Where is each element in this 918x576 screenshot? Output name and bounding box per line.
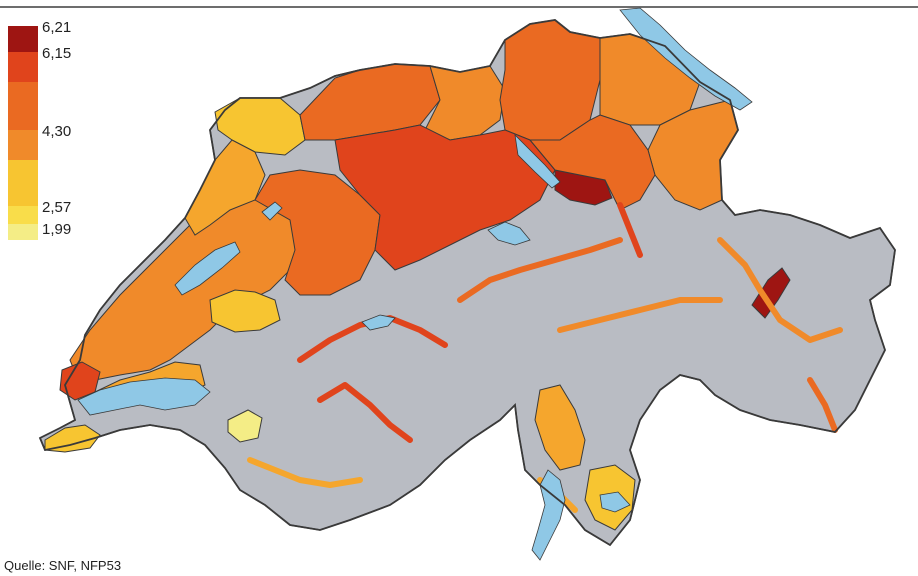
lakes [77, 7, 753, 561]
region-thurgau [599, 33, 701, 126]
region-zurich [499, 19, 601, 141]
legend-label-6-15: 6,15 [42, 45, 72, 62]
lake-constance [619, 7, 753, 111]
lake-bienne [261, 201, 283, 221]
region-pre-alps-east [528, 114, 656, 211]
lake-zurich [514, 133, 561, 189]
region-central-plateau [334, 124, 556, 271]
top-rule [0, 6, 918, 8]
legend-label-2-57: 2,57 [42, 199, 72, 216]
lake-lucerne [487, 221, 531, 246]
legend: 6,21 6,15 4,30 2,57 1,99 [8, 14, 128, 254]
region-geneva-south [44, 424, 101, 453]
legend-label-1-99: 1,99 [42, 221, 72, 238]
legend-swatch-high [8, 82, 38, 130]
region-graubuenden-core [751, 267, 791, 319]
legend-label-6-21: 6,21 [42, 19, 72, 36]
lake-maggiore [531, 469, 566, 561]
lake-thun [361, 314, 396, 331]
region-ticino-valley [534, 384, 586, 471]
region-fribourg [209, 289, 281, 333]
legend-swatch-low [8, 160, 38, 206]
country-border [38, 19, 896, 547]
lake-geneva [77, 377, 211, 416]
source-credit: Quelle: SNF, NFP53 [4, 558, 122, 573]
lake-neuchatel [174, 241, 241, 296]
legend-swatch-6-21 [8, 26, 38, 52]
lake-lugano [599, 491, 631, 513]
region-valais-center [227, 409, 263, 443]
legend-label-4-30: 4,30 [42, 123, 72, 140]
region-bern-mittelland [254, 169, 381, 296]
legend-swatch-2-57 [8, 206, 38, 224]
legend-swatch-1-99 [8, 224, 38, 240]
legend-swatch-6-15 [8, 52, 38, 82]
legend-swatch-4-30 [8, 130, 38, 160]
